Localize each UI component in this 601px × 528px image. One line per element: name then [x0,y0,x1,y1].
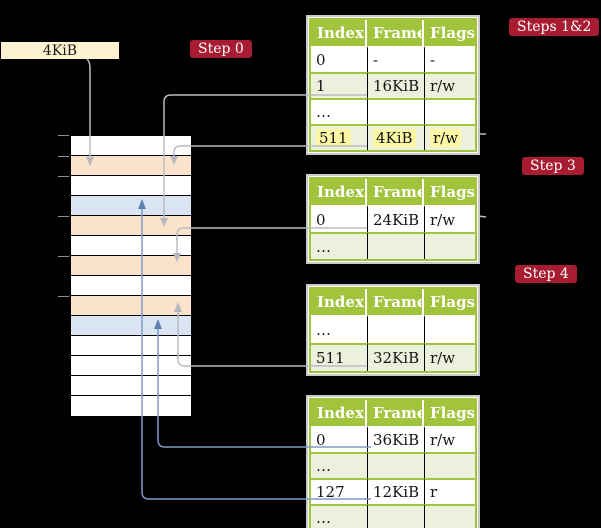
table-cell [367,504,424,528]
column-header-flags: Flags [424,289,475,315]
table-cell: … [311,98,367,124]
table-cell: r/w [424,343,475,371]
tick-mark [58,216,69,217]
table-cell: … [311,452,367,478]
table-cell [367,315,424,343]
page-table-leaf: Index Frame Flags 0 36KiB r/w … 127 12Ki… [306,395,480,528]
steps-1-2-badge: Steps 1&2 [509,18,600,36]
table-cell: … [311,315,367,343]
memory-column [70,135,192,417]
column-header-frame: Frame [367,289,426,315]
table-cell: r/w [424,72,475,98]
column-header-index: Index [311,20,367,46]
tick-mark [58,296,69,297]
tick-mark [58,156,69,157]
memory-row [71,356,191,376]
table-cell [424,504,475,528]
column-header-flags: Flags [424,20,475,46]
memory-row [71,376,191,396]
step-3-badge: Step 3 [522,157,584,175]
memory-row [71,256,191,276]
table-cell: r/w [424,205,475,232]
memory-row [71,176,191,196]
table-cell [424,98,475,124]
table-cell: … [311,232,367,259]
memory-row [71,336,191,356]
table-cell: r [424,478,475,504]
table-cell: r/w [424,426,475,452]
table-cell: 0 [311,46,367,72]
table-cell: 16KiB [367,72,424,98]
table-cell: 0 [311,205,367,232]
memory-row [71,276,191,296]
table-cell: 1 [311,72,367,98]
tick-mark [58,135,69,136]
table-cell: 511 [311,124,367,150]
column-header-flags: Flags [424,179,475,205]
table-cell: 32KiB [367,343,424,371]
table-cell: 12KiB [367,478,424,504]
table-cell: 24KiB [367,205,424,232]
page-table-step4: Index Frame Flags … 511 32KiB r/w [306,284,480,376]
table-cell: - [424,46,475,72]
highlighted-value: r/w [430,129,462,147]
table-cell [424,315,475,343]
table-cell: 4KiB [367,124,424,150]
table-cell [367,232,424,259]
table-cell: r/w [424,124,475,150]
table-cell [367,452,424,478]
memory-row [71,156,191,176]
memory-row [71,216,191,236]
memory-row [71,136,191,156]
column-header-index: Index [311,289,367,315]
page-table-level0: Index Frame Flags 0 - - 1 16KiB r/w … 51… [306,15,480,155]
highlighted-value: 4KiB [373,129,416,147]
column-header-frame: Frame [367,400,426,426]
table-cell: 36KiB [367,426,424,452]
step-0-badge: Step 0 [190,40,252,58]
highlighted-value: 511 [316,129,351,147]
memory-row [71,236,191,256]
table-cell [424,452,475,478]
frame-size-label: 4KiB [1,42,119,59]
memory-row [71,296,191,316]
memory-row [71,316,191,336]
memory-row [71,396,191,416]
table-cell: 127 [311,478,367,504]
table-cell: 511 [311,343,367,371]
table-cell [367,98,424,124]
table-cell: 0 [311,426,367,452]
table-cell [424,232,475,259]
page-table-step3: Index Frame Flags 0 24KiB r/w … [306,174,480,264]
column-header-index: Index [311,179,367,205]
memory-row [71,196,191,216]
table-cell: - [367,46,424,72]
step-4-badge: Step 4 [515,265,577,283]
column-header-frame: Frame [367,179,426,205]
table-cell: … [311,504,367,528]
tick-mark [58,176,69,177]
column-header-frame: Frame [367,20,426,46]
tick-mark [58,256,69,257]
column-header-index: Index [311,400,367,426]
column-header-flags: Flags [424,400,475,426]
